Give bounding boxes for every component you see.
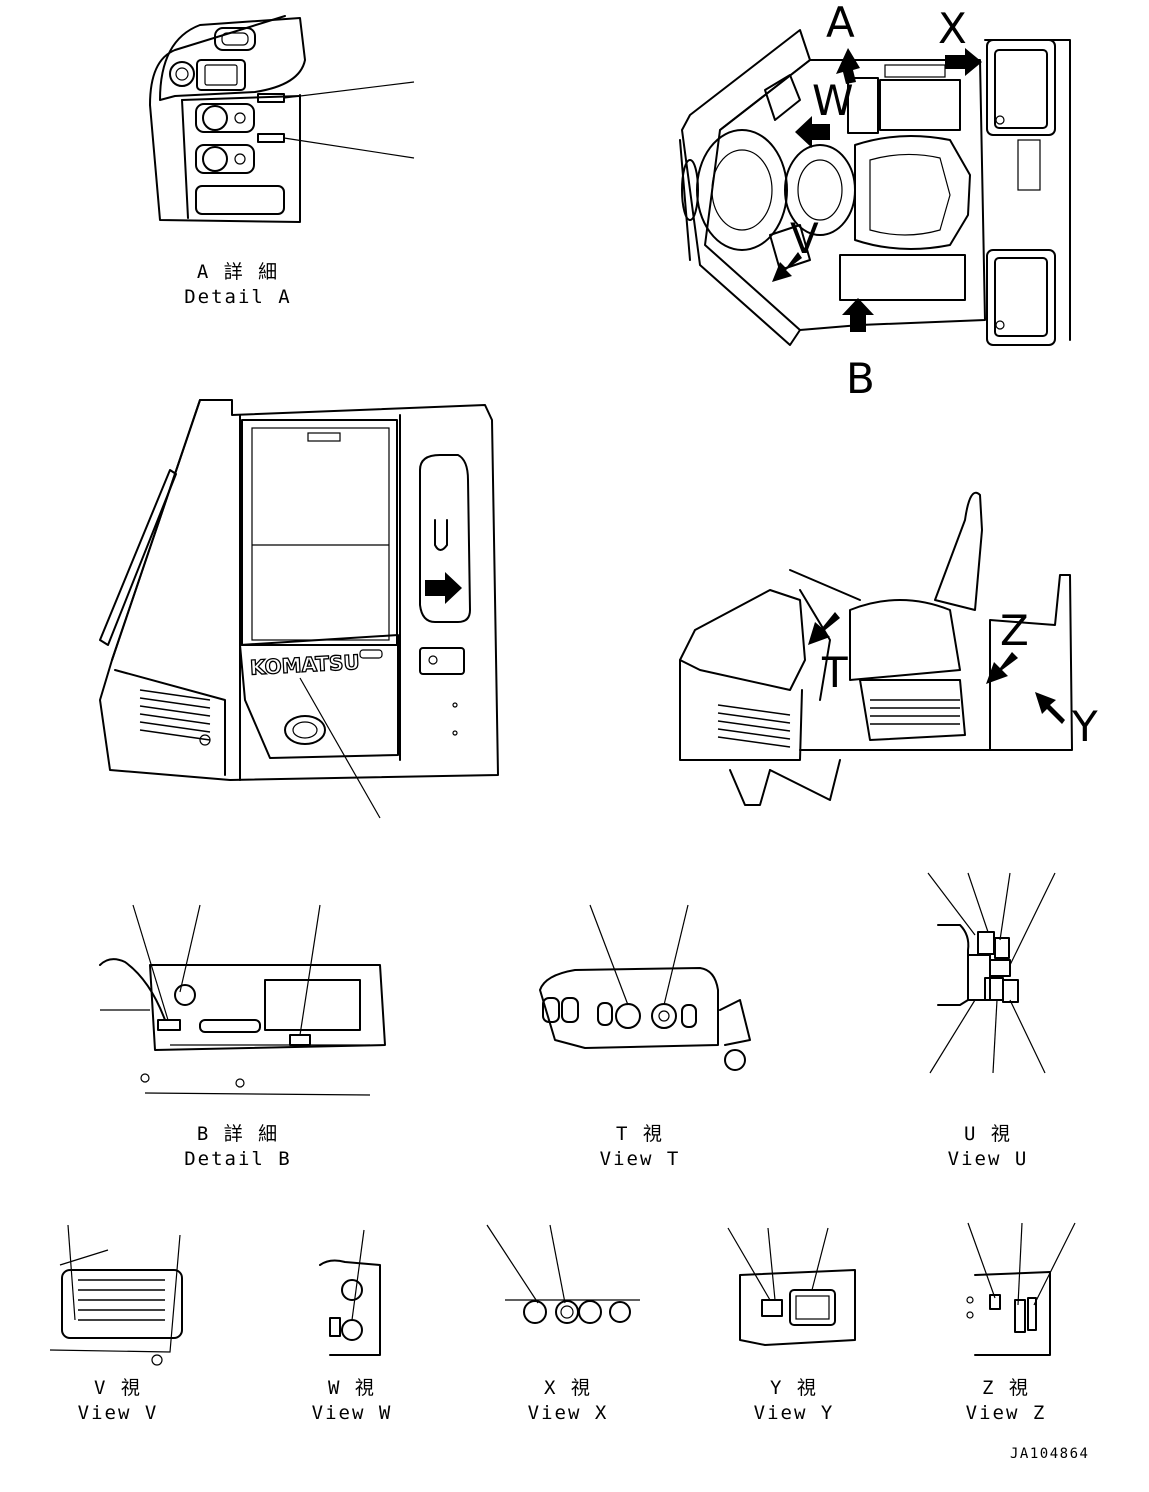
- arrow-y-icon: [1035, 692, 1065, 724]
- caption-view-y: Y 視 View Y: [694, 1376, 894, 1426]
- caption-view-v-en: View V: [77, 1402, 159, 1424]
- view-z-drawing: [966, 1222, 1076, 1356]
- view-w-drawing: [319, 1229, 381, 1356]
- caption-view-t-en: View T: [599, 1148, 681, 1170]
- brand-logo: KOMATSU: [249, 650, 360, 680]
- marker-y: Y: [1072, 702, 1098, 751]
- caption-view-z: Z 視 View Z: [906, 1376, 1106, 1426]
- station-side-drawing: [679, 491, 1073, 806]
- drawing-number: JA104864: [1010, 1446, 1090, 1462]
- caption-view-v-jp: V 視: [94, 1377, 142, 1399]
- arrow-b-icon: [842, 298, 874, 332]
- detail-a-drawing: [149, 15, 415, 223]
- marker-a: A: [826, 0, 855, 47]
- top-view-drawing: [679, 29, 1071, 346]
- vent-grille: [139, 689, 211, 741]
- arrow-w-icon: [795, 116, 830, 148]
- caption-view-t-jp: T 視: [616, 1123, 664, 1145]
- caption-view-v: V 視 View V: [18, 1376, 218, 1426]
- caption-detail-b: B 詳 細 Detail B: [138, 1122, 338, 1172]
- arrow-z-icon: [986, 652, 1018, 684]
- detail-b-drawing: [99, 904, 386, 1096]
- marker-b: B: [846, 354, 875, 403]
- view-y-drawing: [727, 1227, 856, 1346]
- caption-view-x: X 視 View X: [468, 1376, 668, 1426]
- marker-w: W: [812, 76, 854, 125]
- caption-detail-b-en: Detail B: [184, 1148, 292, 1170]
- caption-view-y-jp: Y 視: [770, 1377, 818, 1399]
- caption-view-z-en: View Z: [965, 1402, 1047, 1424]
- caption-view-u-en: View U: [947, 1148, 1029, 1170]
- station-vent: [717, 704, 791, 748]
- marker-z: Z: [1000, 606, 1029, 655]
- caption-view-t: T 視 View T: [540, 1122, 740, 1172]
- caption-view-w: W 視 View W: [252, 1376, 452, 1426]
- arrow-t-icon: [808, 612, 840, 645]
- view-v-drawing: [49, 1224, 183, 1366]
- view-u-drawing: [927, 872, 1056, 1074]
- arrow-u-icon: [425, 572, 462, 604]
- marker-v: V: [790, 214, 819, 263]
- arrow-x-icon: [945, 48, 982, 76]
- caption-view-z-jp: Z 視: [982, 1377, 1030, 1399]
- view-x-drawing: [486, 1224, 640, 1324]
- caption-detail-a: A 詳 細 Detail A: [138, 260, 338, 310]
- view-t-drawing: [539, 904, 751, 1071]
- marker-x: X: [938, 4, 967, 53]
- caption-view-x-en: View X: [527, 1402, 609, 1424]
- caption-detail-a-en: Detail A: [184, 286, 292, 308]
- caption-view-w-jp: W 視: [328, 1377, 376, 1399]
- arrow-v-icon: [772, 252, 802, 282]
- arrow-a-icon: [836, 48, 860, 84]
- marker-t: T: [822, 648, 848, 697]
- caption-view-u: U 視 View U: [888, 1122, 1088, 1172]
- caption-detail-b-jp: B 詳 細: [196, 1123, 280, 1145]
- caption-detail-a-jp: A 詳 細: [196, 261, 280, 283]
- cab-side-drawing: [99, 399, 499, 819]
- caption-view-u-jp: U 視: [964, 1123, 1012, 1145]
- caption-view-y-en: View Y: [753, 1402, 835, 1424]
- caption-view-w-en: View W: [311, 1402, 393, 1424]
- caption-view-x-jp: X 視: [544, 1377, 592, 1399]
